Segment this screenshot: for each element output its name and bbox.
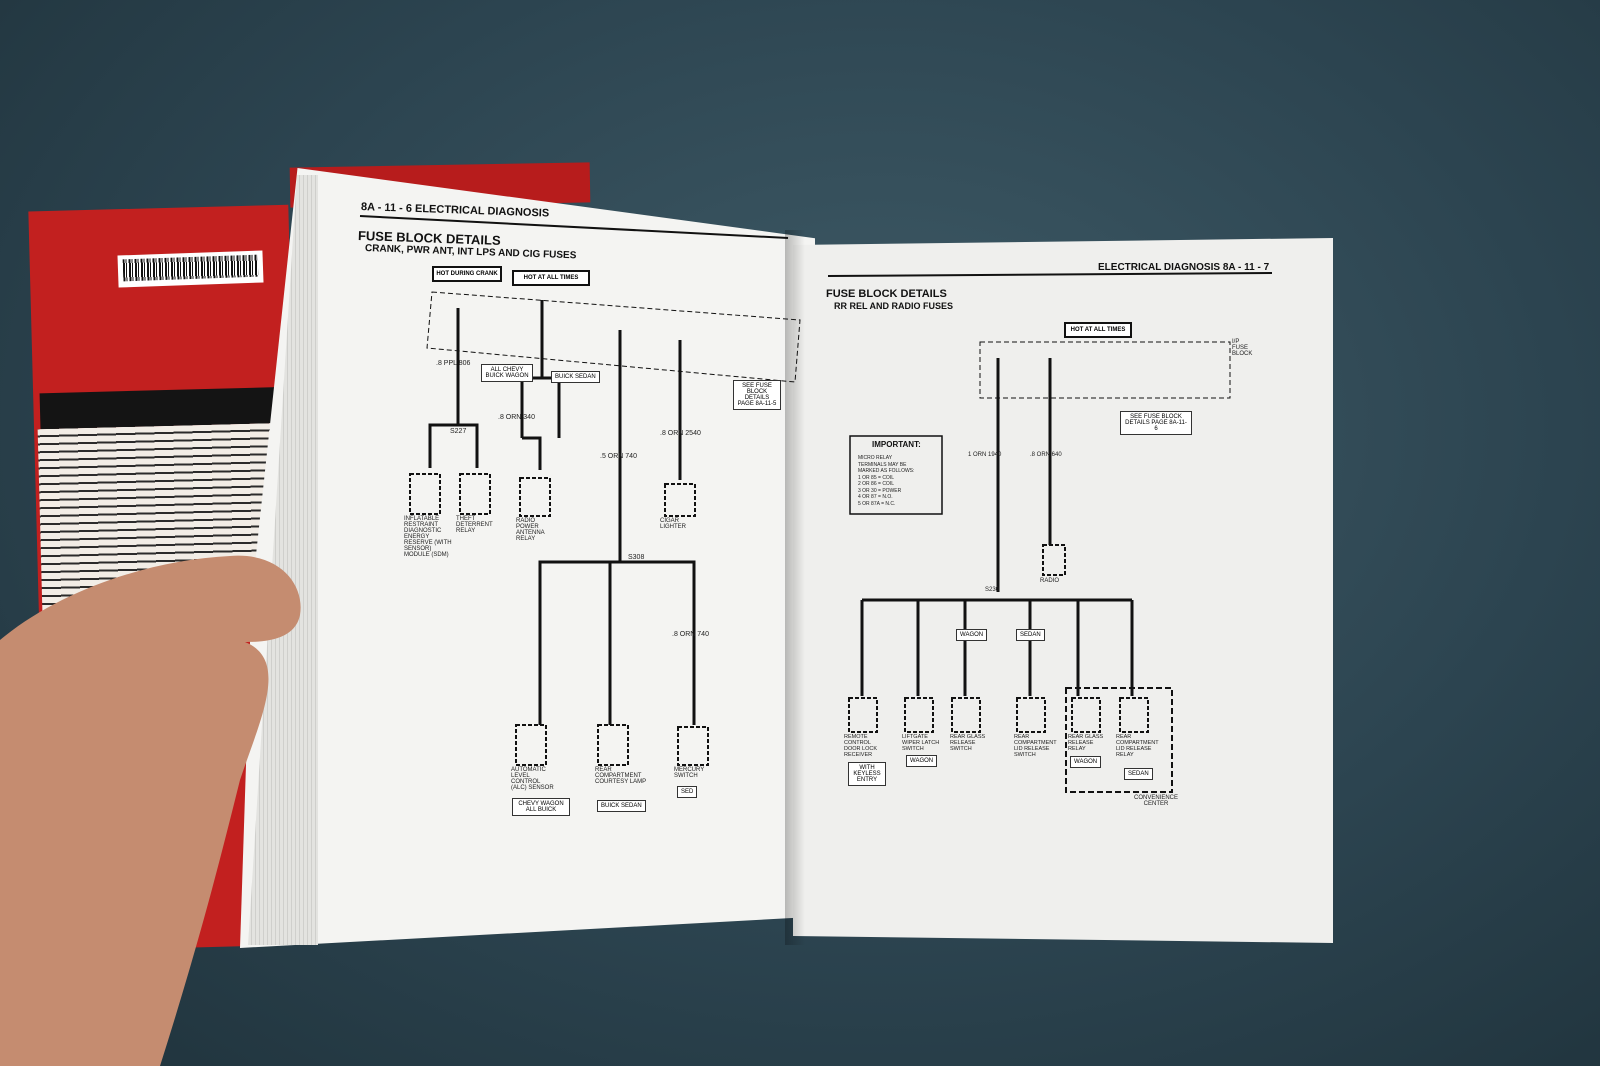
important-lines: MICRO RELAY TERMINALS MAY BE MARKED AS F…	[854, 455, 940, 507]
important-box-outline	[849, 435, 943, 515]
comp-cigar	[664, 483, 696, 517]
comp-liftgate	[904, 697, 934, 733]
hot-at-all-times-box-right: HOT AT ALL TIMES	[1064, 322, 1132, 338]
comp-rcdl	[848, 697, 878, 733]
important-box: IMPORTANT: MICRO RELAY TERMINALS MAY BE …	[854, 440, 940, 507]
label-convenience-center: CONVENIENCE CENTER	[1134, 795, 1179, 807]
tag-sedan-relay: SEDAN	[1124, 768, 1153, 780]
important-line: 5 OR 87A = N.C.	[858, 500, 896, 507]
important-line: 2 OR 86 = COIL	[858, 481, 894, 487]
comp-mercury	[677, 726, 709, 766]
tag-wagon-bus: WAGON	[956, 629, 988, 641]
tag-chevy-wagon-all-buick: CHEVY WAGON ALL BUICK	[512, 798, 570, 816]
right-page	[793, 238, 1333, 943]
tag-sedan-bus: SEDAN	[1016, 629, 1045, 641]
comp-lid-relay	[1119, 697, 1149, 733]
important-line: TERMINALS MAY BE	[858, 461, 907, 468]
wire-label-ppl: .8 PPL 806	[436, 360, 471, 367]
wire-crank	[428, 308, 479, 468]
tag-wagon-liftgate: WAGON	[906, 755, 938, 767]
wire-bus-s230	[860, 598, 1134, 696]
label-glass-relay: REAR GLASS RELEASE RELAY	[1068, 734, 1104, 752]
label-antenna-relay: RADIO POWER ANTENNA RELAY	[516, 518, 545, 542]
note-buick-sedan: BUICK SEDAN	[551, 371, 600, 383]
right-title: FUSE BLOCK DETAILS	[826, 288, 947, 300]
left-diagram-lines	[359, 215, 801, 766]
label-ip-fuse-block: I/P FUSE BLOCK	[1232, 339, 1253, 357]
comp-alc	[515, 724, 547, 766]
comp-sdm	[409, 473, 441, 515]
wire-rr-rel-radio	[996, 358, 1052, 592]
note-chevy-buick-wagon: ALL CHEVY BUICK WAGON	[481, 364, 533, 382]
important-line: 1 OR 85 = COIL	[858, 474, 894, 481]
left-fuse-block-outline	[426, 291, 801, 383]
right-subtitle: RR REL AND RADIO FUSES	[834, 301, 954, 311]
important-line: 4 OR 87 = N.O.	[858, 494, 893, 500]
wire-pwr-ant	[520, 300, 561, 470]
important-line: MICRO RELAY	[858, 455, 893, 461]
hand-shape	[0, 555, 301, 1066]
right-fuse-block-outline	[979, 341, 1231, 399]
right-header-rule	[827, 272, 1273, 277]
comp-antenna-relay	[519, 477, 551, 517]
left-header-rule	[359, 215, 789, 239]
wire-label-orn-640: .8 ORN 640	[1030, 452, 1062, 458]
tag-buick-sedan: BUICK SEDAN	[597, 800, 646, 812]
comp-glass-relay	[1071, 697, 1101, 733]
label-theft-relay: THEFT DETERRENT RELAY	[456, 516, 493, 534]
note-see-fuse-block: SEE FUSE BLOCK DETAILS PAGE 8A-11-5	[733, 380, 781, 410]
splice-s227: S227	[450, 428, 467, 435]
label-sdm: INFLATABLE RESTRAINT DIAGNOSTIC ENERGY R…	[404, 516, 452, 558]
comp-lid-switch	[1016, 697, 1046, 733]
comp-radio	[1042, 544, 1066, 576]
label-alc: AUTOMATIC LEVEL CONTROL (ALC) SENSOR	[511, 767, 554, 791]
wire-label-orn-1940: 1 ORN 1940	[968, 452, 1002, 458]
wire-label-orn-740-a: .5 ORN 740	[600, 453, 637, 460]
label-lid-relay: REAR COMPARTMENT LID RELEASE RELAY	[1116, 734, 1159, 758]
important-title: IMPORTANT:	[872, 440, 921, 449]
wire-label-orn-340: .8 ORN 340	[498, 414, 535, 421]
right-diagram-lines	[827, 272, 1273, 793]
comp-rear-glass-switch	[951, 697, 981, 733]
important-line: MARKED AS FOLLOWS:	[858, 468, 915, 474]
left-page	[240, 168, 815, 948]
label-lid-switch: REAR COMPARTMENT LID RELEASE SWITCH	[1014, 734, 1057, 758]
label-mercury: MERCURY SWITCH	[674, 767, 705, 779]
tag-wagon-relay: WAGON	[1070, 756, 1102, 768]
convenience-center-outline	[1065, 687, 1173, 793]
hot-during-crank-box: HOT DURING CRANK	[432, 266, 502, 282]
label-courtesy-lamp: REAR COMPARTMENT COURTESY LAMP	[595, 767, 647, 785]
label-rear-glass-switch: REAR GLASS RELEASE SWITCH	[950, 734, 986, 752]
splice-s230: S230	[985, 587, 1000, 593]
important-line: 3 OR 30 = POWER	[858, 487, 902, 494]
label-rcdl: REMOTE CONTROL DOOR LOCK RECEIVER	[844, 734, 878, 758]
book-gutter	[785, 230, 805, 945]
wire-int-lps	[538, 330, 696, 725]
comp-theft-relay	[459, 473, 491, 515]
right-page-header: ELECTRICAL DIAGNOSIS 8A - 11 - 7	[1098, 262, 1270, 273]
comp-courtesy-lamp	[597, 724, 629, 766]
label-cigar: CIGAR LIGHTER	[660, 518, 687, 530]
splice-s308: S308	[628, 554, 645, 561]
tag-sed: SED	[677, 786, 698, 798]
wire-label-orn-2540: .8 ORN 2540	[660, 430, 701, 437]
label-radio: RADIO	[1040, 578, 1060, 584]
label-liftgate: LIFTGATE WIPER LATCH SWITCH	[902, 734, 940, 752]
wire-label-orn-740-b: .8 ORN 740	[672, 631, 709, 638]
note-see-fuse-block-right: SEE FUSE BLOCK DETAILS PAGE 8A-11-6	[1120, 411, 1192, 435]
tag-keyless-entry: WITH KEYLESS ENTRY	[848, 762, 886, 786]
hot-at-all-times-box-left: HOT AT ALL TIMES	[512, 270, 590, 286]
